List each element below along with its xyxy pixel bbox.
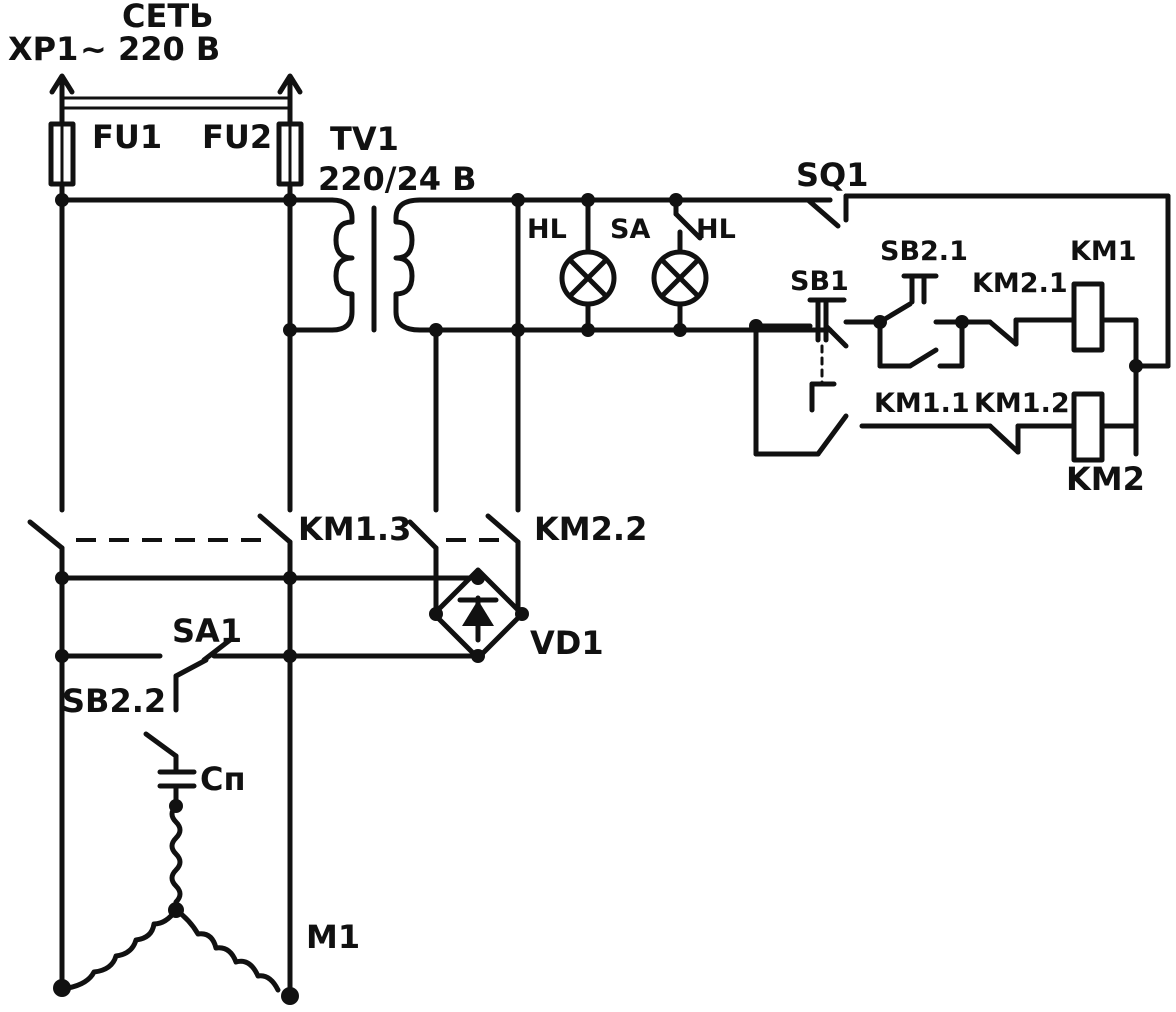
- label-tv1: TV1: [330, 120, 399, 158]
- coil-km2: [1071, 391, 1105, 463]
- contact-km2-1: [959, 317, 1019, 347]
- plug-xp1-arrows: [49, 73, 303, 125]
- label-hl-1: HL: [527, 214, 567, 245]
- contact-km1-1: [907, 347, 939, 369]
- coil-km1: [1071, 281, 1105, 353]
- label-sa: SA: [610, 214, 650, 245]
- label-vd1: VD1: [530, 624, 604, 662]
- label-km2-2: KM2.2: [534, 510, 647, 548]
- label-xp1: XP1: [8, 30, 78, 68]
- transformer-tv1: [329, 197, 423, 333]
- motor-m1: [65, 803, 281, 993]
- contacts-km2-2: [407, 513, 521, 551]
- label-sa1: SA1: [172, 612, 242, 650]
- label-sb2-1: SB2.1: [880, 236, 968, 267]
- label-sq1: SQ1: [796, 156, 869, 194]
- button-sb2-1: [877, 273, 939, 325]
- label-km1-1: KM1.1: [874, 388, 970, 419]
- contacts-km1-3: [27, 513, 293, 551]
- lamp-hl-1: [559, 249, 617, 307]
- button-sb1: [807, 297, 849, 413]
- label-km1-2: KM1.2: [974, 388, 1070, 419]
- contact-km1-2: [987, 423, 1021, 455]
- button-sb2-2: [143, 731, 179, 759]
- label-fu2: FU2: [202, 118, 272, 156]
- label-sb1: SB1: [790, 266, 849, 297]
- label-fu1: FU1: [92, 118, 162, 156]
- label-mains: СЕТЬ: [122, 0, 214, 35]
- label-cp: Сп: [200, 760, 246, 798]
- label-tv1-ratio: 220/24 В: [318, 160, 477, 198]
- label-km1: KM1: [1070, 236, 1137, 267]
- label-km2-1: KM2.1: [972, 268, 1068, 299]
- label-km1-3: KM1.3: [298, 510, 411, 548]
- switch-sa1: [201, 637, 233, 663]
- label-km2: KM2: [1066, 460, 1145, 498]
- label-hl-2: HL: [696, 214, 736, 245]
- limit-switch-sq1: [805, 193, 849, 229]
- junction-dots: [53, 193, 1143, 1005]
- label-m1: M1: [306, 918, 360, 956]
- label-voltage: ~ 220 В: [80, 30, 220, 68]
- switch-sa: [673, 211, 703, 241]
- lamp-hl-2: [651, 249, 709, 307]
- label-sb2-2: SB2.2: [62, 682, 166, 720]
